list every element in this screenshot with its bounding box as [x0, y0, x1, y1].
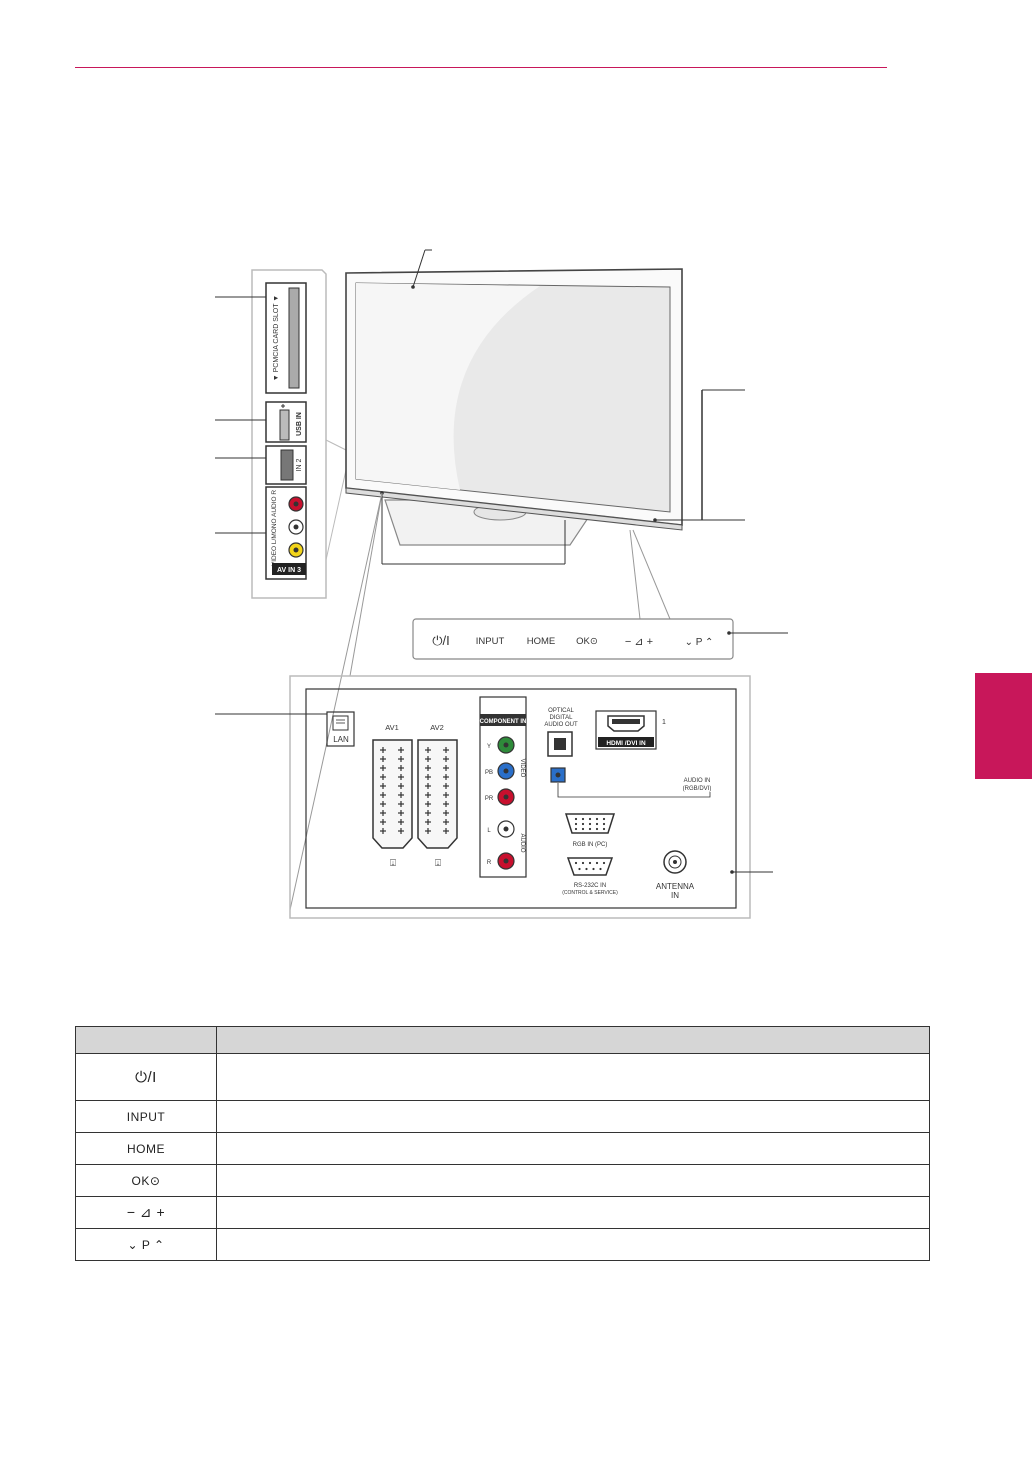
- rs232c-port: [566, 857, 614, 876]
- rs232c-label-2: (CONTROL & SERVICE): [562, 890, 618, 896]
- av1-label: AV1: [385, 723, 399, 732]
- component-in-box: [479, 696, 527, 878]
- pr-label: PR: [485, 796, 494, 802]
- program-button-label: ⌄ P ⌃: [127, 1237, 165, 1252]
- table-row: ⌄ P ⌃: [75, 1228, 930, 1261]
- lan-port-box: [326, 711, 355, 747]
- r-label: R: [487, 860, 492, 866]
- lan-label: LAN: [333, 735, 349, 744]
- table-cell-description: [216, 1164, 930, 1197]
- rear-panel: LAN AV1 AV2 ⍗ ⍗ COMPONENT IN Y PB PR L R…: [215, 675, 773, 919]
- table-cell-description: [216, 1196, 930, 1229]
- table-cell-description: [216, 1100, 930, 1133]
- usb-icon: [281, 404, 285, 408]
- tv-front: [289, 249, 745, 911]
- video-bracket-label: VIDEO: [519, 759, 525, 778]
- hdmi1-port-box: [595, 710, 657, 750]
- ok-button[interactable]: OK⊙: [576, 636, 598, 647]
- table-cell-description: [216, 1132, 930, 1165]
- table-cell-description: [216, 1228, 930, 1261]
- table-row: ⏻/I: [75, 1053, 930, 1101]
- hdmi-dvi-label: HDMI /DVI IN: [606, 740, 646, 747]
- input-button-label: INPUT: [126, 1109, 166, 1124]
- av2-scart-icon: ⍗: [435, 858, 441, 869]
- hdmi1-number: 1: [662, 719, 666, 726]
- antenna-label-1: ANTENNA: [656, 882, 695, 891]
- control-bar: ⏻/I INPUT HOME OK⊙ − ⊿ + ⌄ P ⌃: [412, 618, 788, 660]
- usb-port-box: [265, 401, 307, 443]
- av2-label: AV2: [430, 723, 444, 732]
- av-in-label: AV IN 3: [277, 567, 301, 574]
- av1-scart-port: [372, 739, 413, 849]
- program-buttons[interactable]: ⌄ P ⌃: [685, 637, 714, 648]
- y-label: Y: [487, 744, 491, 750]
- table-row: − ⊿ +: [75, 1196, 930, 1229]
- optical-label-3: AUDIO OUT: [544, 722, 578, 728]
- volume-buttons[interactable]: − ⊿ +: [625, 636, 653, 648]
- av2-scart-port: [417, 739, 458, 849]
- volume-button-label: − ⊿ +: [126, 1204, 166, 1220]
- antenna-label-2: IN: [671, 891, 679, 900]
- table-row: HOME: [75, 1132, 930, 1165]
- audio-in-label-2: (RGB/DVI): [683, 786, 712, 792]
- audio-bracket-label: AUDIO: [519, 833, 525, 852]
- rs232c-label-1: RS-232C IN: [574, 883, 606, 889]
- pb-label: PB: [485, 770, 493, 776]
- table-row: INPUT: [75, 1100, 930, 1133]
- usb-label: USB IN: [296, 412, 303, 436]
- optical-label-1: OPTICAL: [548, 708, 574, 714]
- rgb-in-label: RGB IN (PC): [573, 842, 608, 848]
- table-header-button: [75, 1026, 217, 1054]
- header-rule: [75, 67, 887, 68]
- l-label: L: [487, 828, 491, 834]
- table-cell-description: [216, 1053, 930, 1101]
- av1-scart-icon: ⍗: [390, 858, 396, 869]
- hdmi-port-box: [265, 445, 307, 485]
- component-in-label: COMPONENT IN: [480, 719, 527, 725]
- table-header-description: [216, 1026, 930, 1054]
- home-button-label: HOME: [127, 1141, 165, 1156]
- hdmi2-label: IN 2: [296, 458, 303, 471]
- input-button[interactable]: INPUT: [476, 636, 505, 647]
- power-button[interactable]: ⏻/I: [432, 633, 450, 648]
- optical-label-2: DIGITAL: [550, 715, 574, 721]
- table-row: OK⊙: [75, 1164, 930, 1197]
- audio-in-label-1: AUDIO IN: [684, 778, 711, 784]
- power-button-label: ⏻/I: [135, 1068, 157, 1086]
- tv-connections-diagram: ▼ PCMCIA CARD SLOT ▼ USB IN IN 2 VIDEO L…: [215, 249, 788, 919]
- button-description-table: ⏻/I INPUT HOME OK⊙ − ⊿ + ⌄ P ⌃: [75, 1026, 930, 1261]
- home-button[interactable]: HOME: [527, 636, 556, 647]
- pcmcia-label: ▼ PCMCIA CARD SLOT ▼: [273, 295, 280, 381]
- pcmcia-slot: [265, 282, 307, 394]
- side-panel: ▼ PCMCIA CARD SLOT ▼ USB IN IN 2 VIDEO L…: [215, 269, 347, 599]
- chapter-tab: [975, 673, 1032, 779]
- ok-button-label: OK⊙: [131, 1173, 161, 1188]
- av-jacks-label: VIDEO L/MONO AUDIO R: [271, 490, 278, 567]
